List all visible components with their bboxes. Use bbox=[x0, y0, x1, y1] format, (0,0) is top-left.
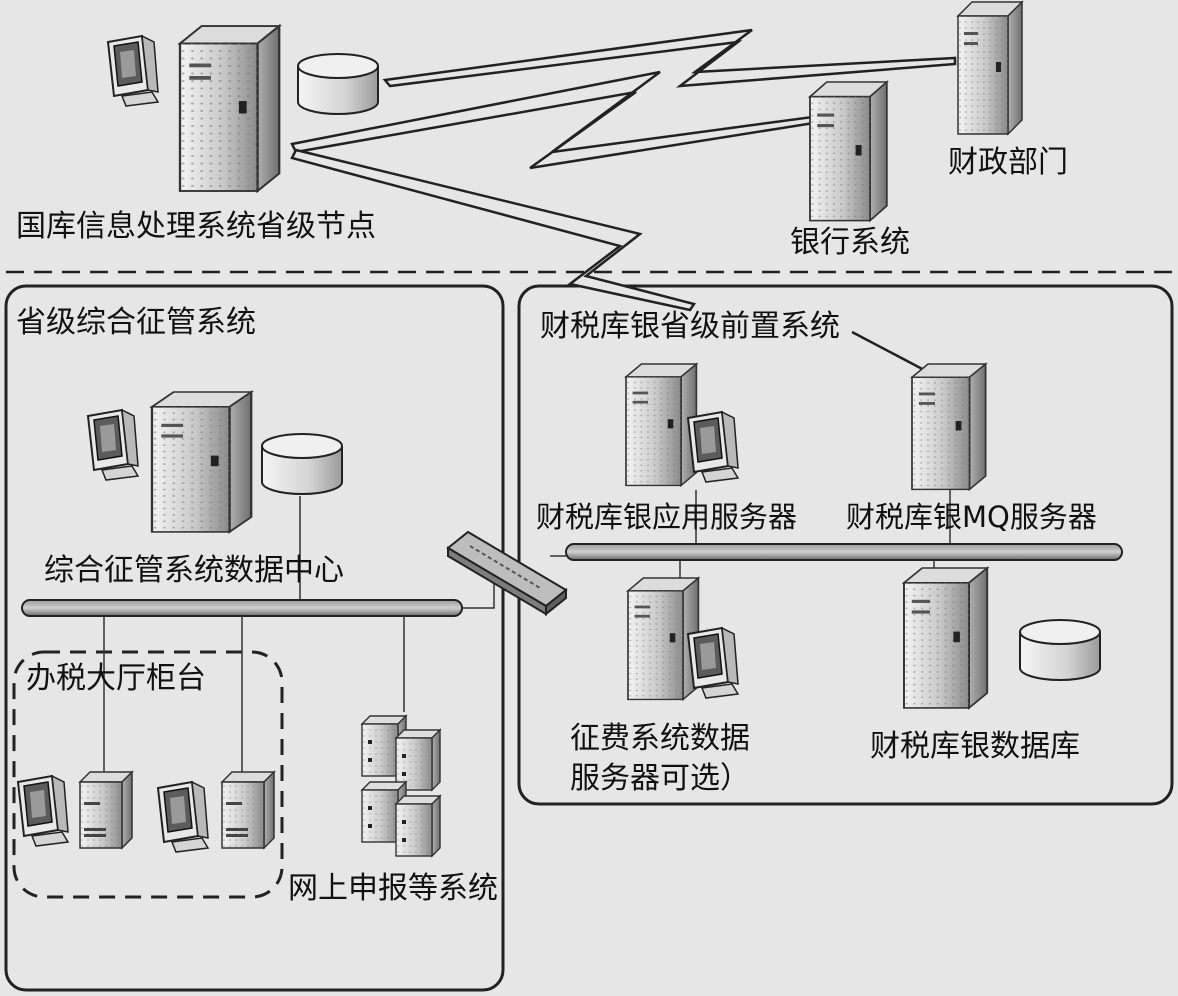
counter-monitor-1 bbox=[17, 775, 69, 847]
collection-server-monitor bbox=[687, 627, 739, 699]
link-to-mq-server bbox=[851, 330, 929, 374]
front-end-db-server bbox=[903, 567, 989, 709]
bank-system-label: 银行系统 bbox=[790, 225, 910, 260]
front-end-lan-bus bbox=[565, 543, 1123, 561]
front-end-database bbox=[1019, 619, 1101, 681]
treasury-monitor bbox=[107, 35, 159, 107]
data-center-server bbox=[150, 390, 253, 534]
tax-system-lan-bus bbox=[21, 599, 463, 617]
front-end-db-label: 财税库银数据库 bbox=[870, 729, 1080, 764]
collection-server-label-2: 服务器可选） bbox=[570, 761, 750, 796]
app-server-label: 财税库银应用服务器 bbox=[536, 500, 798, 534]
wan-link-front-end bbox=[290, 148, 697, 312]
network-switch bbox=[446, 530, 568, 617]
provincial-tax-box bbox=[4, 284, 505, 992]
online-filing-label: 网上申报等系统 bbox=[288, 871, 498, 906]
tax-hall-counter-group bbox=[12, 650, 284, 899]
tax-hall-label: 办税大厅柜台 bbox=[26, 661, 206, 696]
app-server-monitor bbox=[687, 411, 739, 483]
data-center-monitor bbox=[87, 409, 139, 481]
treasury-node-label: 国库信息处理系统省级节点 bbox=[16, 209, 376, 244]
finance-dept-label: 财政部门 bbox=[948, 145, 1068, 180]
treasury-database bbox=[297, 53, 379, 115]
collection-server-label-1: 征费系统数据 bbox=[570, 721, 750, 756]
counter-pc-2 bbox=[221, 771, 275, 849]
bank-server bbox=[809, 81, 888, 222]
online-rack-server-2 bbox=[395, 729, 441, 791]
front-end-system-box bbox=[517, 284, 1174, 806]
treasury-server bbox=[178, 24, 281, 193]
counter-pc-1 bbox=[79, 771, 133, 849]
data-center-label: 综合征管系统数据中心 bbox=[44, 553, 344, 588]
mq-server bbox=[911, 363, 987, 491]
online-rack-server-4 bbox=[395, 795, 441, 857]
app-server bbox=[625, 363, 698, 487]
data-center-database bbox=[261, 433, 343, 495]
finance-server bbox=[957, 1, 1023, 135]
provincial-tax-title: 省级综合征管系统 bbox=[16, 305, 256, 340]
mq-server-label: 财税库银MQ服务器 bbox=[846, 500, 1097, 534]
front-end-system-title: 财税库银省级前置系统 bbox=[540, 309, 840, 344]
counter-monitor-2 bbox=[157, 781, 209, 853]
wan-link-finance bbox=[382, 28, 957, 88]
